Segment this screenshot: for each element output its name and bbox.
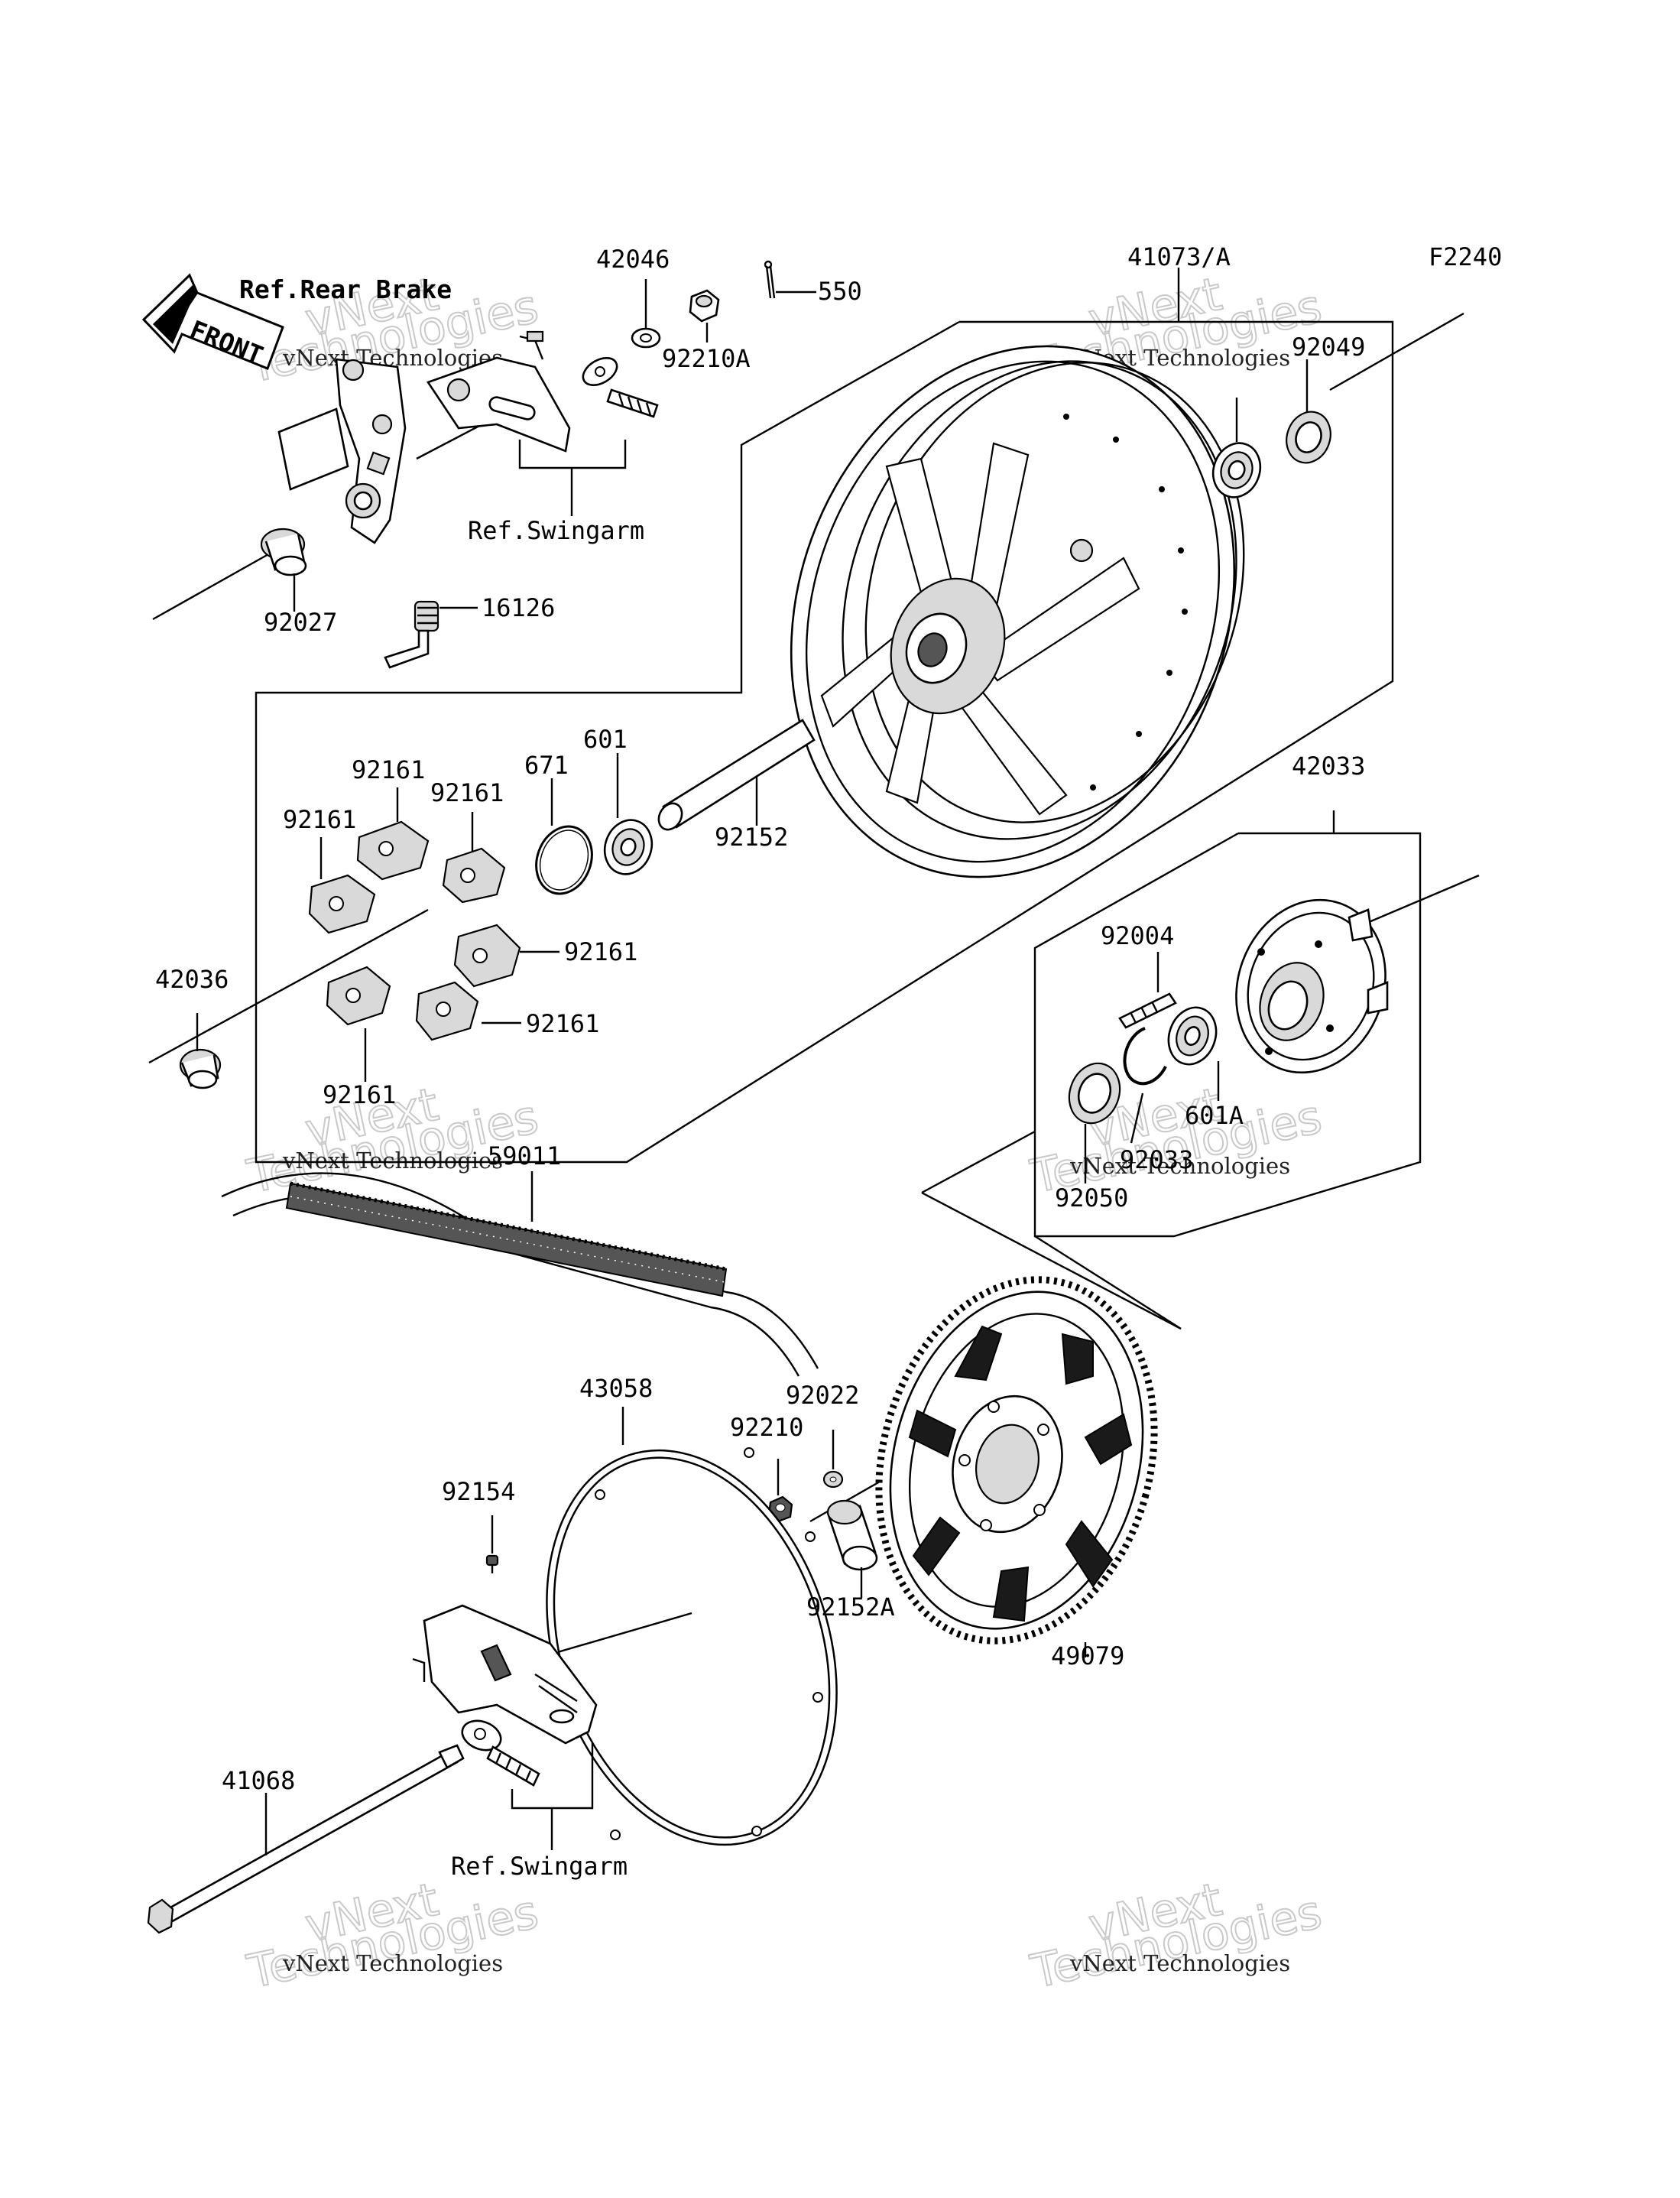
part-label-92161-f: 92161 [323, 1080, 396, 1109]
swingarm-bracket-top [426, 330, 571, 453]
part-label-92210a: 92210A [662, 344, 751, 373]
part-label-92161-d: 92161 [564, 937, 637, 966]
part-label-92152a: 92152A [806, 1592, 895, 1622]
drive-belt-59011 [221, 1172, 819, 1377]
part-label-41068: 41068 [222, 1766, 295, 1795]
part-label-92049: 92049 [1292, 333, 1365, 362]
spacer-92152a [826, 1499, 878, 1571]
watermark-bottom: Technologies vNext vNext Technologies Te… [242, 1872, 1328, 2000]
svg-text:vNext Technologies: vNext Technologies [1069, 1950, 1290, 1976]
part-label-49079: 49079 [1051, 1641, 1124, 1670]
part-label-671: 671 [524, 751, 569, 780]
part-label-92050: 92050 [1055, 1183, 1128, 1213]
axle-nut-top [689, 289, 720, 323]
part-label-601a: 601A [1185, 1101, 1244, 1130]
figure-code: F2240 [1429, 242, 1502, 271]
part-label-92161-b: 92161 [430, 778, 504, 807]
part-label-16126: 16126 [482, 593, 555, 622]
part-label-601: 601 [583, 725, 628, 754]
brake-bracket [277, 358, 407, 544]
part-label-42033: 42033 [1292, 752, 1365, 781]
axle-spacer-92152 [657, 719, 816, 831]
part-label-92152: 92152 [715, 823, 788, 852]
swingarm-top-bracket-line [518, 440, 627, 469]
part-label-43058: 43058 [579, 1374, 653, 1403]
part-label-92004: 92004 [1101, 921, 1174, 950]
collar-42036 [179, 1048, 222, 1089]
svg-text:vNext Technologies: vNext Technologies [282, 1148, 503, 1174]
wheel-assembly-frame [255, 320, 1394, 1164]
part-label-41073a: 41073/A [1127, 242, 1231, 271]
part-label-92161-c: 92161 [283, 805, 356, 834]
o-ring-671 [535, 825, 593, 895]
part-label-92161-e: 92161 [526, 1009, 599, 1038]
part-label-42046: 42046 [596, 245, 670, 274]
svg-text:vNext Technologies: vNext Technologies [282, 1950, 503, 1976]
hub-coupling-42033 [1235, 898, 1389, 1074]
part-label-92154: 92154 [442, 1477, 515, 1506]
damper-rubbers [308, 820, 521, 1041]
ref-swingarm-bottom-label: Ref.Swingarm [451, 1852, 628, 1881]
hub-assembly-frame [921, 832, 1422, 1330]
stud-92004 [1118, 992, 1177, 1029]
bolt-92154 [485, 1554, 499, 1573]
ref-rear-brake-label: Ref.Rear Brake [239, 274, 452, 304]
part-label-92033: 92033 [1120, 1145, 1193, 1174]
circlip-92033 [1123, 1027, 1167, 1086]
part-label-92022: 92022 [786, 1381, 859, 1410]
oil-seal-right [1286, 411, 1331, 464]
cotter-pin [764, 260, 776, 299]
part-label-92027: 92027 [264, 608, 337, 637]
part-label-92161-a: 92161 [352, 755, 425, 784]
air-valve [384, 600, 439, 669]
bearing-601a [1167, 1006, 1218, 1066]
bearing-92049 [1211, 442, 1262, 498]
washer-92022 [822, 1470, 844, 1489]
part-label-59011: 59011 [488, 1141, 561, 1170]
ref-swingarm-top-label: Ref.Swingarm [468, 516, 644, 545]
rear-pulley-49079 [875, 1276, 1158, 1644]
axis-lines [148, 312, 1480, 1676]
collar-left [260, 528, 307, 576]
part-label-92210: 92210 [730, 1413, 803, 1442]
part-label-550: 550 [818, 277, 862, 306]
rear-axle-41068 [147, 1744, 465, 1934]
part-label-42036: 42036 [155, 965, 229, 994]
oil-seal-92050 [1068, 1062, 1121, 1125]
bearing-601 [603, 819, 654, 875]
svg-text:vNext Technologies: vNext Technologies [1069, 1153, 1290, 1179]
part-labels: Ref.Rear Brake 42046 550 41073/A 92210A … [155, 242, 1365, 1881]
chain-adjuster-bracket [412, 1604, 598, 1745]
adjuster-bolt-top [582, 327, 661, 418]
adjuster-bolt-bottom [461, 1719, 540, 1787]
rear-wheel [790, 345, 1245, 878]
